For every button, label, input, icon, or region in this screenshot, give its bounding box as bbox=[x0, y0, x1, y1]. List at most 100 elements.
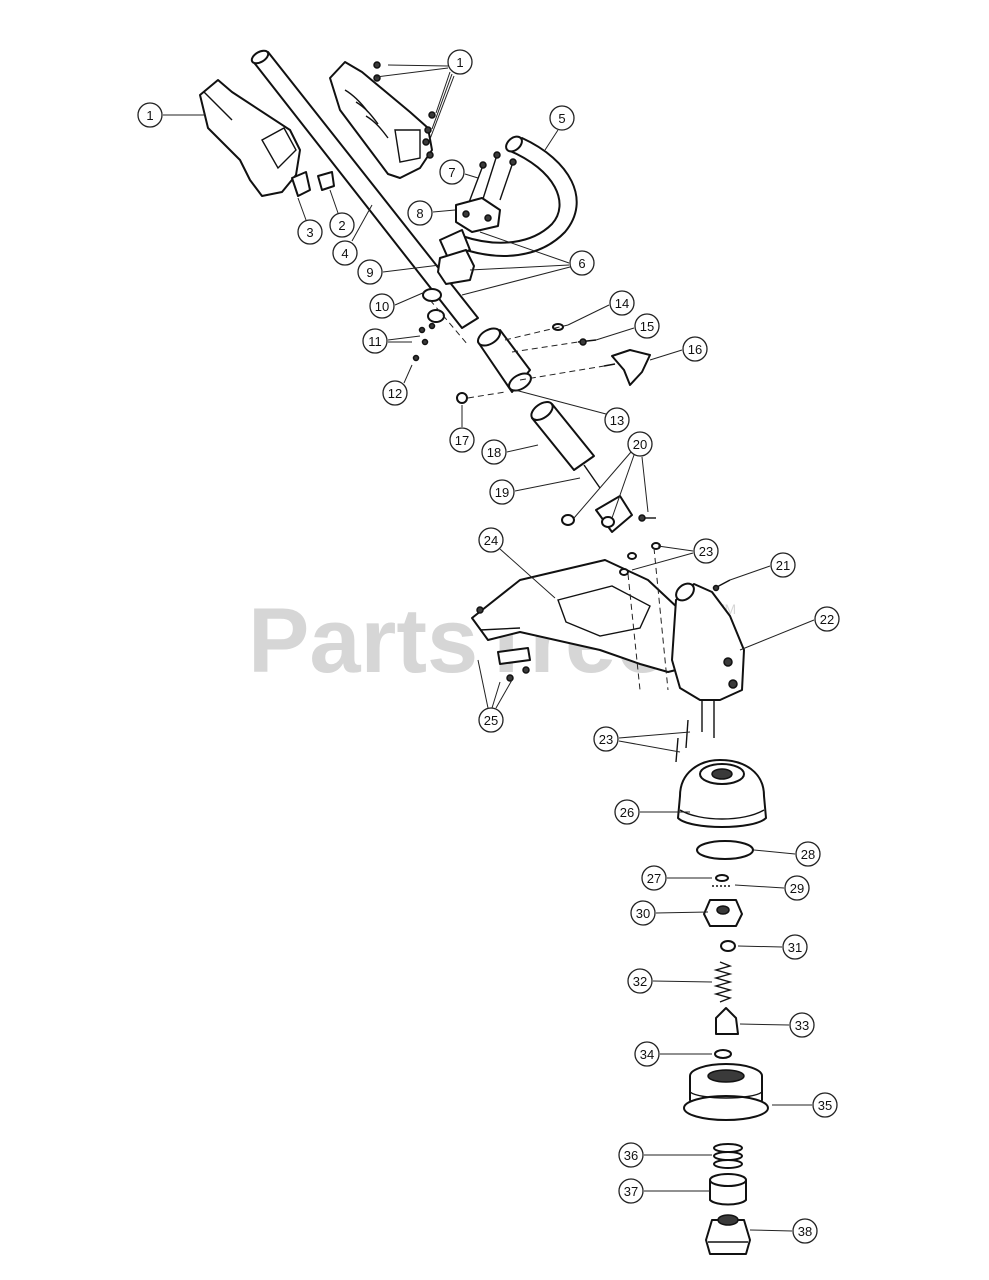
rear-handle-housing bbox=[199, 79, 301, 197]
callout-number: 7 bbox=[448, 165, 455, 180]
handle-clamp-bottom bbox=[437, 249, 475, 285]
leader-line bbox=[649, 349, 683, 361]
callout-c21: 21 bbox=[729, 552, 796, 581]
leader-line bbox=[429, 75, 455, 140]
leader-line bbox=[734, 884, 785, 889]
callout-number: 22 bbox=[820, 612, 834, 627]
leader-line bbox=[403, 364, 413, 384]
callout-c1b: 1 bbox=[137, 102, 205, 128]
callout-number: 29 bbox=[790, 881, 804, 896]
spool-ring bbox=[714, 1049, 732, 1059]
leader-line bbox=[618, 740, 681, 753]
spool-retainer bbox=[703, 899, 743, 927]
callout-number: 30 bbox=[636, 906, 650, 921]
callout-c36: 36 bbox=[618, 1142, 712, 1168]
callout-c7: 7 bbox=[439, 159, 479, 185]
callout-number: 6 bbox=[578, 256, 585, 271]
callout-circle bbox=[569, 250, 595, 276]
callout-c14: 14 bbox=[567, 290, 635, 326]
callout-number: 33 bbox=[795, 1018, 809, 1033]
callout-circle bbox=[439, 159, 465, 185]
leader-line bbox=[729, 565, 771, 581]
callout-circle bbox=[449, 427, 475, 453]
callout-number: 23 bbox=[699, 544, 713, 559]
handle-bolts bbox=[467, 151, 517, 206]
callout-c18: 18 bbox=[481, 439, 539, 465]
leader-line bbox=[749, 1229, 793, 1232]
callout-c1a: 1 bbox=[375, 49, 473, 140]
callout-circle bbox=[593, 726, 619, 752]
throttle-clip bbox=[291, 171, 335, 197]
leader-line bbox=[641, 456, 649, 513]
callout-c32: 32 bbox=[627, 968, 713, 994]
callout-c38: 38 bbox=[749, 1218, 818, 1244]
callout-number: 15 bbox=[640, 319, 654, 334]
callout-circle bbox=[357, 259, 383, 285]
leader-line bbox=[611, 454, 635, 519]
callout-number: 38 bbox=[798, 1224, 812, 1239]
callout-number: 10 bbox=[375, 299, 389, 314]
drive-shaft-lower bbox=[530, 401, 601, 489]
callout-c30: 30 bbox=[630, 900, 709, 926]
callout-circle bbox=[332, 240, 358, 266]
callout-c20: 20 bbox=[573, 431, 653, 519]
callout-circle bbox=[792, 1218, 818, 1244]
callout-number: 9 bbox=[366, 265, 373, 280]
leader-line bbox=[464, 173, 479, 179]
callout-number: 8 bbox=[416, 206, 423, 221]
leader-line bbox=[387, 335, 421, 341]
loop-handle bbox=[439, 135, 578, 259]
leader-line bbox=[499, 548, 556, 599]
callout-number: 12 bbox=[388, 386, 402, 401]
callout-c5: 5 bbox=[544, 105, 575, 151]
callout-c3: 3 bbox=[297, 197, 323, 245]
callout-number: 27 bbox=[647, 871, 661, 886]
callout-circle bbox=[784, 875, 810, 901]
callout-c29: 29 bbox=[734, 875, 810, 901]
coupler-hardware bbox=[552, 323, 651, 386]
leader-line bbox=[495, 679, 513, 709]
leader-line bbox=[514, 389, 607, 415]
callout-c35: 35 bbox=[772, 1092, 838, 1118]
callout-circle bbox=[630, 900, 656, 926]
leader-line bbox=[655, 911, 709, 914]
callout-circle bbox=[634, 1041, 660, 1067]
callout-number: 36 bbox=[624, 1148, 638, 1163]
leader-line bbox=[595, 327, 635, 341]
leader-line bbox=[435, 71, 451, 114]
spool-nut bbox=[720, 940, 736, 952]
guard-clamp bbox=[561, 495, 656, 533]
leader-line bbox=[567, 304, 610, 326]
callout-number: 18 bbox=[487, 445, 501, 460]
leader-line bbox=[652, 980, 713, 983]
callout-c12: 12 bbox=[382, 364, 413, 406]
callout-c24: 24 bbox=[478, 527, 556, 599]
callout-circle bbox=[641, 865, 667, 891]
callout-number: 21 bbox=[776, 558, 790, 573]
callout-circle bbox=[682, 336, 708, 362]
coupler-nut bbox=[456, 392, 468, 404]
callout-c13: 13 bbox=[514, 389, 630, 433]
callout-circle bbox=[814, 606, 840, 632]
o-ring bbox=[696, 840, 754, 860]
callout-c25: 25 bbox=[477, 659, 513, 733]
callout-number: 23 bbox=[599, 732, 613, 747]
callout-c22: 22 bbox=[739, 606, 840, 651]
leader-line bbox=[618, 731, 691, 739]
small-screws bbox=[412, 322, 436, 362]
callout-c23b: 23 bbox=[593, 726, 691, 753]
callout-c17: 17 bbox=[449, 405, 475, 453]
callout-circle bbox=[478, 527, 504, 553]
callout-circle bbox=[382, 380, 408, 406]
callout-c23a: 23 bbox=[631, 538, 719, 571]
callout-number: 13 bbox=[610, 413, 624, 428]
callout-circle bbox=[407, 200, 433, 226]
callout-number: 31 bbox=[788, 940, 802, 955]
callout-c37: 37 bbox=[618, 1178, 710, 1204]
callout-labels: 1123456789101112131415161718192021222323… bbox=[137, 49, 840, 1244]
drive-cover bbox=[677, 759, 767, 828]
callout-circle bbox=[618, 1178, 644, 1204]
callout-circle bbox=[604, 407, 630, 433]
callout-circle bbox=[618, 1142, 644, 1168]
